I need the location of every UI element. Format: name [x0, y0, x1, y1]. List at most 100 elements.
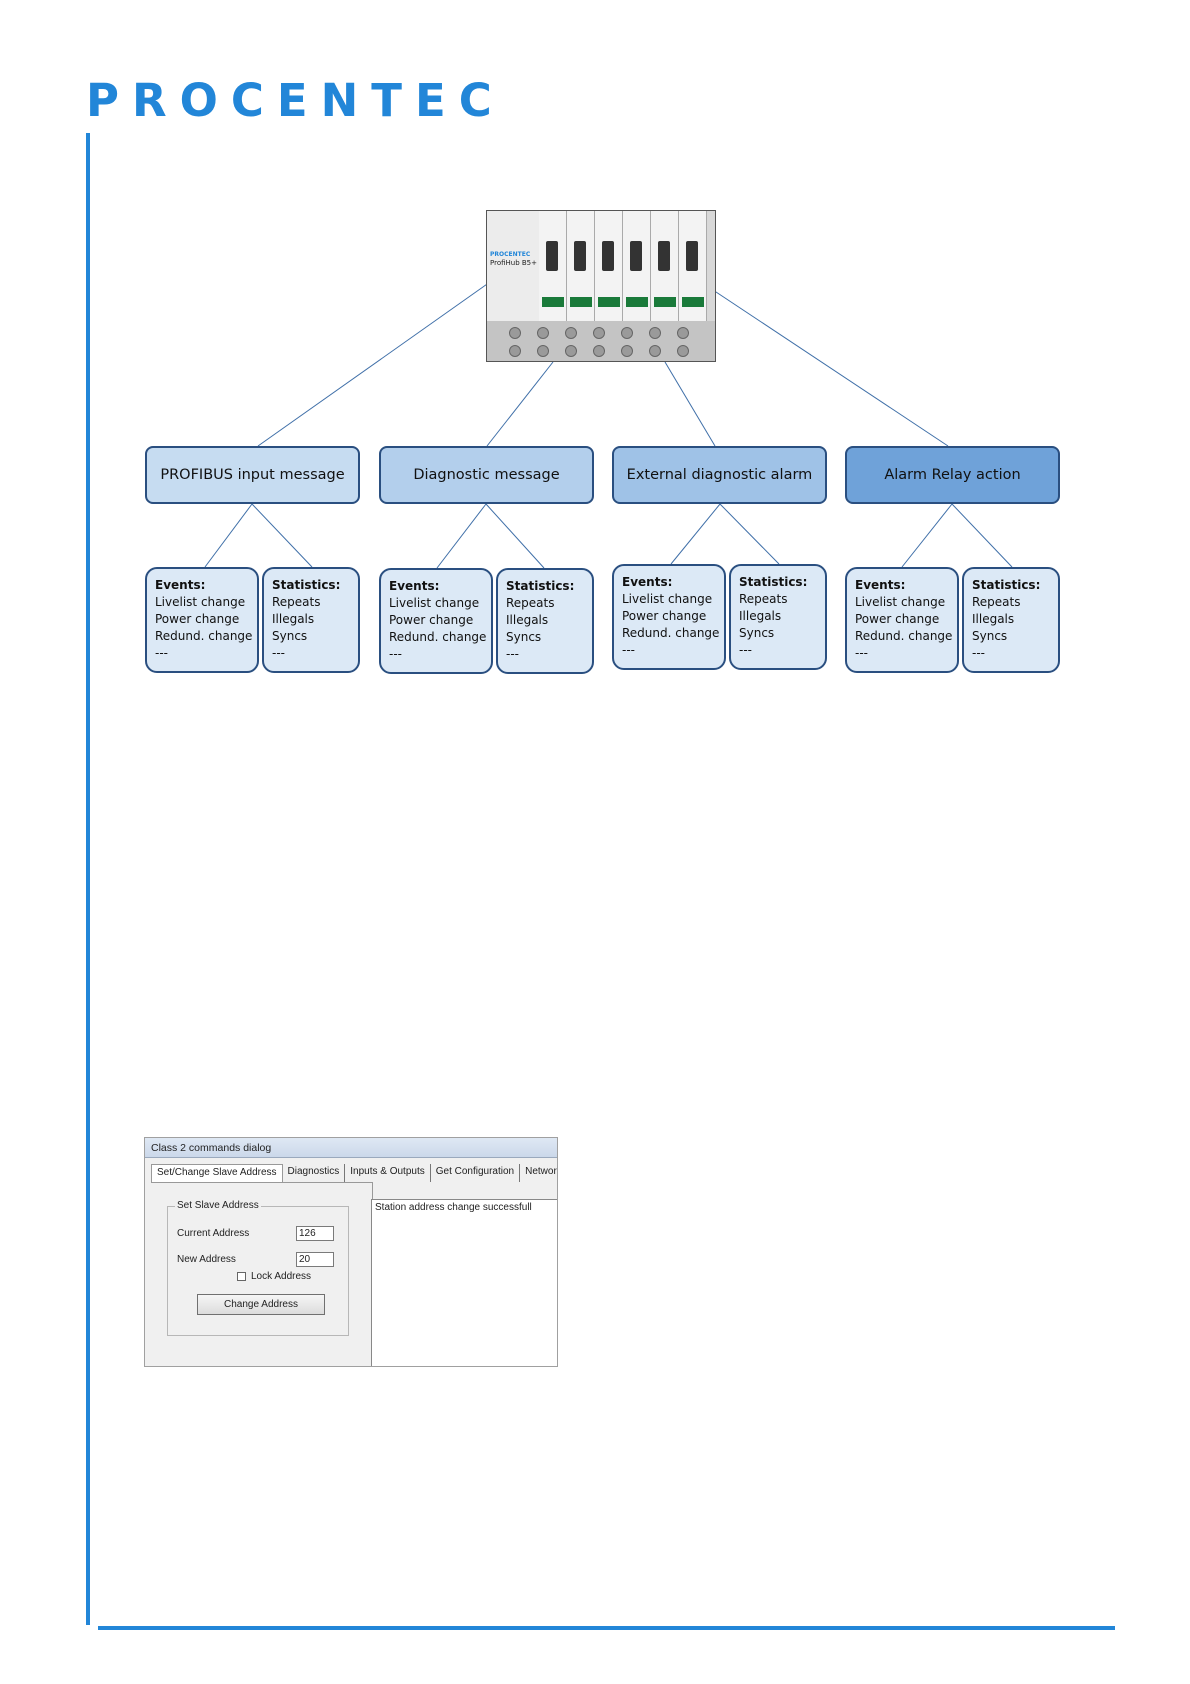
device-module	[679, 211, 707, 321]
category-box-alarm-relay-action: Alarm Relay action	[845, 446, 1060, 504]
device-module	[623, 211, 651, 321]
tab-inputs-outputs[interactable]: Inputs & Outputs	[345, 1164, 431, 1182]
statistic-item: Illegals	[972, 612, 1015, 626]
db9-port	[574, 241, 586, 271]
current-address-label: Current Address	[177, 1228, 250, 1239]
connector-line	[719, 503, 780, 565]
screw-icon	[593, 345, 605, 357]
screw-icon	[677, 327, 689, 339]
statistics-heading: Statistics:	[739, 575, 808, 589]
class2-commands-dialog: Class 2 commands dialog Set/Change Slave…	[144, 1137, 558, 1367]
event-item: Power change	[389, 613, 474, 627]
statistic-item: Illegals	[272, 612, 315, 626]
event-item: Livelist change	[622, 592, 713, 606]
lock-address-checkbox[interactable]	[237, 1272, 246, 1281]
connector-line	[951, 503, 1013, 568]
db9-port	[602, 241, 614, 271]
statistic-item: Illegals	[506, 613, 549, 627]
screw-icon	[649, 345, 661, 357]
events-heading: Events:	[389, 579, 440, 593]
statistic-item: Syncs	[272, 629, 308, 643]
events-box: Events: Livelist change Power change Red…	[379, 568, 493, 674]
category-box-external-diagnostic-alarm: External diagnostic alarm	[612, 446, 827, 504]
db9-port	[630, 241, 642, 271]
screw-icon	[565, 345, 577, 357]
category-box-diagnostic-message: Diagnostic message	[379, 446, 594, 504]
device-module	[651, 211, 679, 321]
screw-icon	[649, 327, 661, 339]
events-heading: Events:	[155, 578, 206, 592]
statistic-item: ---	[506, 647, 519, 661]
lock-address-label: Lock Address	[251, 1271, 312, 1282]
event-item: ---	[622, 643, 635, 657]
page-bottom-rule	[98, 1626, 1115, 1630]
device-brand: PROCENTEC	[490, 251, 531, 258]
events-heading: Events:	[855, 578, 906, 592]
statistic-item: Repeats	[272, 595, 321, 609]
connector-line	[204, 503, 253, 568]
connector-line	[251, 503, 313, 568]
statistics-heading: Statistics:	[272, 578, 341, 592]
profihub-device-image: PROCENTEC ProfiHub B5+	[486, 210, 716, 362]
event-item: Power change	[155, 612, 240, 626]
device-control-panel: PROCENTEC ProfiHub B5+	[487, 211, 540, 321]
connector-line	[712, 289, 949, 447]
db9-port	[546, 241, 558, 271]
screw-icon	[565, 327, 577, 339]
event-item: Redund. change	[155, 629, 253, 643]
device-module	[567, 211, 595, 321]
statistic-item: ---	[739, 643, 752, 657]
statistic-item: Syncs	[739, 626, 775, 640]
event-item: ---	[855, 646, 868, 660]
statistic-item: ---	[972, 646, 985, 660]
event-item: Livelist change	[855, 595, 946, 609]
category-label: Diagnostic message	[413, 466, 560, 483]
group-title: Set Slave Address	[175, 1200, 261, 1211]
category-label: PROFIBUS input message	[160, 466, 345, 483]
page-left-rule	[86, 133, 90, 1625]
screw-icon	[621, 327, 633, 339]
tab-set-change-slave-address[interactable]: Set/Change Slave Address	[151, 1164, 283, 1182]
statistic-item: Syncs	[506, 630, 542, 644]
statistic-item: ---	[272, 646, 285, 660]
procentec-logo: PROCENTEC	[86, 74, 505, 127]
terminal-block	[598, 297, 620, 307]
events-box: Events: Livelist change Power change Red…	[845, 567, 959, 673]
connector-line	[901, 503, 953, 568]
statistics-box: Statistics: Repeats Illegals Syncs ---	[262, 567, 360, 673]
tab-network-scan[interactable]: Network scan	[520, 1164, 557, 1182]
current-address-field[interactable]: 126	[296, 1226, 334, 1241]
tab-get-configuration[interactable]: Get Configuration	[431, 1164, 521, 1182]
change-address-button[interactable]: Change Address	[197, 1294, 325, 1315]
category-label: External diagnostic alarm	[626, 466, 813, 483]
tab-diagnostics[interactable]: Diagnostics	[283, 1164, 346, 1182]
category-box-profibus-input: PROFIBUS input message	[145, 446, 360, 504]
connector-line	[257, 281, 491, 447]
dialog-title: Class 2 commands dialog	[145, 1138, 557, 1158]
connector-line	[485, 503, 545, 569]
statistic-item: Syncs	[972, 629, 1008, 643]
screw-icon	[509, 327, 521, 339]
new-address-field[interactable]: 20	[296, 1252, 334, 1267]
connector-line	[436, 503, 487, 569]
event-item: Power change	[622, 609, 707, 623]
statistics-box: Statistics: Repeats Illegals Syncs ---	[962, 567, 1060, 673]
statistic-item: Repeats	[506, 596, 555, 610]
screw-icon	[677, 345, 689, 357]
event-item: Redund. change	[389, 630, 487, 644]
event-item: ---	[389, 647, 402, 661]
screw-icon	[621, 345, 633, 357]
terminal-block	[654, 297, 676, 307]
device-module	[595, 211, 623, 321]
event-item: Redund. change	[622, 626, 720, 640]
status-output-area: Station address change successfull	[371, 1199, 557, 1366]
statistics-box: Statistics: Repeats Illegals Syncs ---	[496, 568, 594, 674]
terminal-block	[626, 297, 648, 307]
event-item: Power change	[855, 612, 940, 626]
category-label: Alarm Relay action	[884, 466, 1021, 483]
statistics-heading: Statistics:	[972, 578, 1041, 592]
events-box: Events: Livelist change Power change Red…	[145, 567, 259, 673]
screw-icon	[593, 327, 605, 339]
statistic-item: Repeats	[739, 592, 788, 606]
